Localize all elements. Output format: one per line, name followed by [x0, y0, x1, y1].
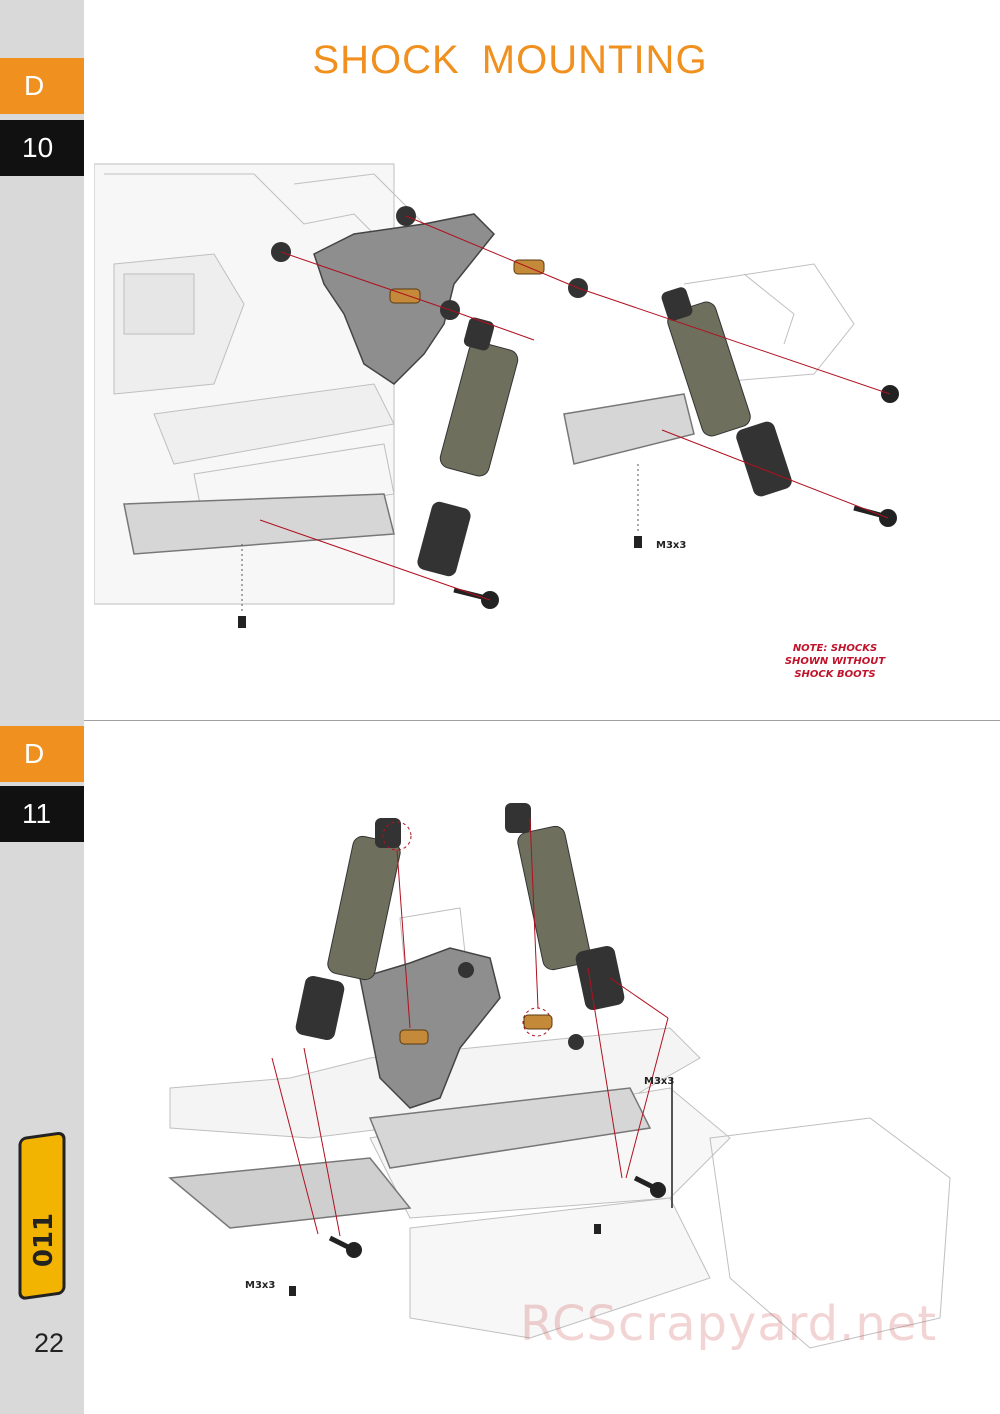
- lower-arm-left: [123, 493, 395, 555]
- logo-text: 011: [29, 1213, 59, 1267]
- fastener-label-m3x3-right: M3x3: [644, 1076, 675, 1087]
- nut-icon: [568, 1034, 584, 1050]
- set-screw-leaders: [241, 464, 639, 614]
- leader-lines: [259, 215, 891, 601]
- lower-arm: [168, 1157, 412, 1229]
- fastener-label-m3x3-left: M3x3: [245, 1280, 276, 1291]
- brand-logo: 011: [12, 1130, 72, 1315]
- shock-absorber-left: [417, 317, 519, 577]
- step-number-11: 11: [0, 786, 84, 842]
- ball-stud-icon: [399, 1029, 429, 1045]
- chassis-drawing-d10: [94, 163, 899, 628]
- shock-absorber-right: [505, 803, 625, 1011]
- shock-absorber-left: [295, 818, 401, 1041]
- step-letter-d11: D: [0, 726, 84, 782]
- note-shock-boots: NOTE: SHOCKS SHOWN WITHOUT SHOCK BOOTS: [784, 643, 886, 680]
- step-letter-d10: D: [0, 58, 84, 114]
- set-screw-icon: [594, 1224, 601, 1234]
- step-number-10: 10: [0, 120, 84, 176]
- set-screw-icon: [289, 1286, 296, 1296]
- set-screw-icon: [634, 536, 642, 548]
- fastener-label-m3x3: M3x3: [656, 540, 687, 551]
- lower-arm-right: [563, 393, 695, 465]
- highlight-circle: [382, 821, 412, 851]
- nut-icon: [458, 962, 474, 978]
- step-d11-illustration: [110, 758, 980, 1378]
- ball-stud-icon: [523, 1014, 553, 1030]
- section-divider: [84, 720, 1000, 721]
- shock-tower: [359, 947, 501, 1109]
- step-d10-illustration: [94, 84, 994, 694]
- shock-absorber-right: [661, 287, 792, 497]
- suspension-arm: [368, 1087, 652, 1169]
- screw-icon: [328, 1235, 352, 1251]
- set-screw-icon: [238, 616, 246, 628]
- watermark: RCScrapyard.net: [520, 1296, 938, 1352]
- chassis-drawing-d11: [168, 803, 951, 1349]
- leader-lines: [271, 817, 669, 1237]
- page-number: 22: [34, 1328, 65, 1358]
- page-title: SHOCK MOUNTING: [312, 38, 708, 82]
